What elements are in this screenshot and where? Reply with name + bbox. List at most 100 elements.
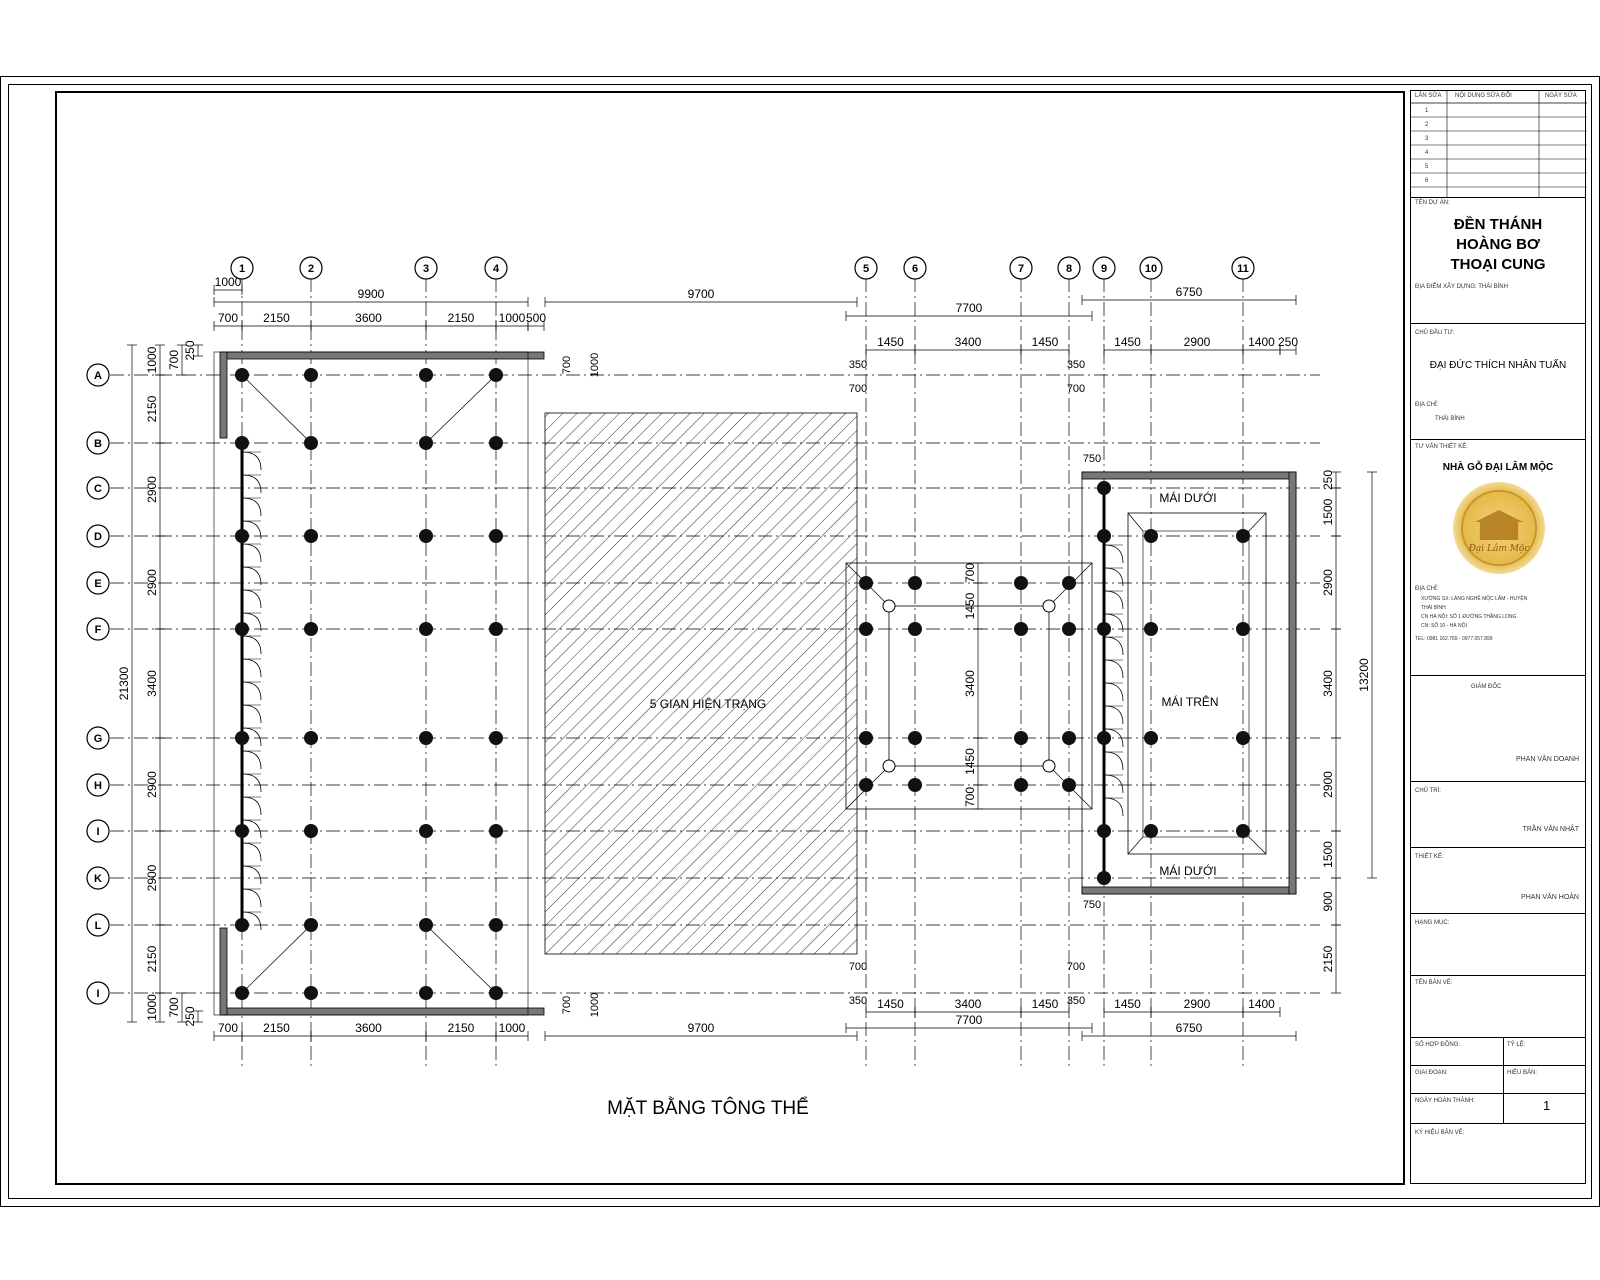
dim-bottom-right: 1450 [1114, 997, 1141, 1011]
rev-row: 6 [1425, 178, 1429, 184]
column-axis-label: 11 [1237, 263, 1249, 275]
row-axis-bubble [86, 571, 110, 595]
door-swing [242, 842, 262, 862]
dim-left-inner: 250 [183, 1006, 197, 1026]
dim-small: 1000 [589, 353, 601, 377]
rev-header-no: LẦN SỬA [1415, 93, 1442, 99]
dim-bottom-right: 2900 [1184, 997, 1211, 1011]
dim-bottom-right-total: 6750 [1176, 1021, 1203, 1035]
dim-top-left-total: 9900 [358, 287, 385, 301]
dim-top-left-first: 1000 [215, 275, 242, 289]
dim-bottom-left: 3600 [355, 1021, 382, 1035]
column-post [1236, 529, 1250, 543]
door-swing [1104, 659, 1124, 679]
column-axis-bubble [854, 256, 878, 280]
row-axis-bubble [86, 819, 110, 843]
dim-left: 1000 [145, 346, 159, 373]
dim-right: 1500 [1321, 498, 1335, 525]
column-post [419, 622, 433, 636]
column-post [419, 918, 433, 932]
hip-line [1127, 836, 1144, 855]
column-post [908, 731, 922, 745]
column-post [1236, 622, 1250, 636]
drawing-area-border [55, 91, 1405, 1185]
row-axis-bubble [86, 726, 110, 750]
owner-address-label: ĐỊA CHỈ: [1415, 402, 1439, 408]
column-post [419, 824, 433, 838]
file-row: KÝ HIỆU BẢN VẼ: [1411, 1123, 1585, 1153]
column-axis-label: 10 [1145, 263, 1157, 275]
column-post [235, 436, 249, 450]
column-post [1097, 529, 1111, 543]
hip-line [1248, 836, 1267, 855]
existing-building-label: 5 GIAN HIỆN TRẠNG [650, 696, 766, 711]
owner-name: ĐẠI ĐỨC THÍCH NHÂN TUẤN [1429, 360, 1567, 371]
door-swing [242, 750, 262, 770]
column-post [1014, 622, 1028, 636]
dim-right: 900 [1321, 891, 1335, 911]
dim-mid-vertical: 700 [963, 787, 977, 807]
column-post [1144, 731, 1158, 745]
column-axis-bubble [903, 256, 927, 280]
project-section: TÊN DỰ ÁN: ĐỀN THÁNH HOÀNG BƠ THOẠI CUNG… [1411, 197, 1585, 323]
dim-top-mid-total: 7700 [956, 301, 983, 315]
designer2-section: THIẾT KẾ: PHAN VĂN HOÀN [1411, 847, 1585, 913]
designer-address-label: ĐỊA CHỈ: [1415, 586, 1439, 592]
right-wall-side [1288, 471, 1297, 895]
project-location: ĐỊA ĐIỂM XÂY DỰNG: THÁI BÌNH [1415, 284, 1508, 290]
column-axis-bubble [1057, 256, 1081, 280]
door-swing [1104, 705, 1124, 725]
date-row: NGÀY HOÀN THÀNH: 1 [1411, 1066, 1585, 1124]
column-axis-label: 5 [863, 263, 869, 275]
dim-left: 1000 [145, 994, 159, 1021]
column-post [1144, 622, 1158, 636]
rev-header-content: NỘI DUNG SỬA ĐỔI [1455, 93, 1512, 99]
designer-address-2: THÁI BÌNH [1421, 605, 1446, 611]
dim-bottom-gap: 9700 [688, 1021, 715, 1035]
designer-tel: TEL: 0981 162.769 - 0977.057.899 [1415, 636, 1493, 642]
column-post [908, 576, 922, 590]
rev-header-date: NGÀY SỬA [1545, 93, 1577, 99]
door-swing [242, 497, 262, 517]
column-post [235, 529, 249, 543]
left-wall-bottom [221, 1007, 545, 1016]
column-post [304, 368, 318, 382]
dim-top-left: 2150 [263, 311, 290, 325]
structure [213, 351, 1297, 1016]
dim-small: 350 [1067, 995, 1085, 1007]
hip-line [241, 924, 312, 994]
door-swing [1104, 797, 1124, 817]
row-axis-label: E [94, 578, 101, 590]
column-axis-label: 6 [912, 263, 918, 275]
category-label: HẠNG MỤC: [1415, 920, 1450, 926]
left-wall-side-bottom [219, 927, 228, 1016]
column-post [1097, 731, 1111, 745]
column-post [1014, 778, 1028, 792]
row-axis-bubble [86, 363, 110, 387]
rev-row: 4 [1425, 150, 1429, 156]
hip-line [425, 374, 497, 444]
row-axis-label: C [94, 483, 102, 495]
row-axis-label: A [94, 370, 102, 382]
door-swing [242, 543, 262, 563]
dim-bottom-left: 2150 [448, 1021, 475, 1035]
dim-mid-vertical: 700 [963, 563, 977, 583]
door-swing [1104, 636, 1124, 656]
hip-line [241, 374, 312, 444]
dim-small: 700 [1067, 383, 1085, 395]
column-post [235, 824, 249, 838]
chairman-name: TRẦN VĂN NHẬT [1522, 826, 1579, 833]
row-axis-bubble [86, 913, 110, 937]
column-post [489, 368, 503, 382]
column-post [489, 824, 503, 838]
dim-top-left: 2150 [448, 311, 475, 325]
column-post [908, 622, 922, 636]
column-post [489, 731, 503, 745]
dim-left: 2900 [145, 569, 159, 596]
row-axis-label: I [96, 988, 99, 1000]
designer-name: NHÀ GỖ ĐẠI LÂM MỘC [1442, 462, 1554, 473]
column-post [419, 436, 433, 450]
door-swing [1104, 682, 1124, 702]
owner-section: CHỦ ĐẦU TƯ: ĐẠI ĐỨC THÍCH NHÂN TUẤN ĐỊA … [1411, 323, 1585, 439]
